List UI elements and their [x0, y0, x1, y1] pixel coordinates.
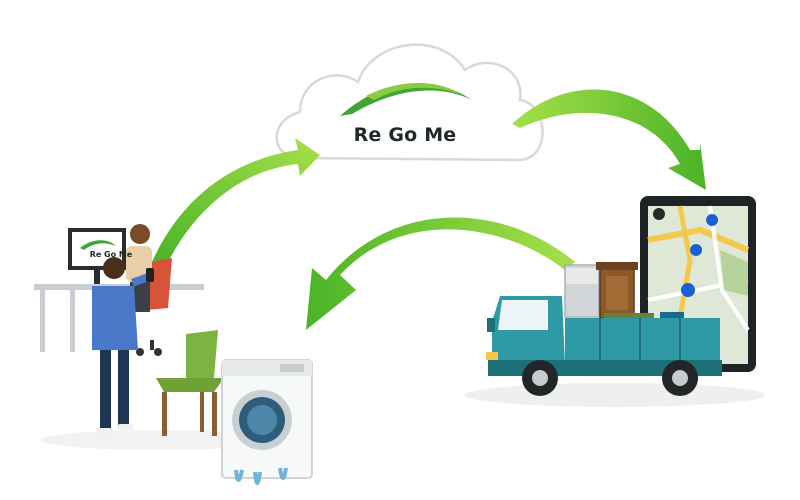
- regome-logo-icon: [340, 83, 472, 116]
- washing-machine-icon: [221, 359, 313, 485]
- person-icon: [92, 257, 154, 434]
- monitor-brand-label: Re Go Me: [89, 250, 133, 259]
- items-shadow: [40, 430, 280, 450]
- cloud-icon: [275, 43, 544, 162]
- arrow-cloud-to-tablet-icon: [512, 89, 706, 190]
- arrow-user-to-cloud-icon: [152, 138, 320, 262]
- chair-icon: [156, 330, 224, 436]
- truck-icon: [486, 262, 722, 396]
- brand-name: Re Go Me: [353, 124, 457, 146]
- truck-shadow: [465, 383, 765, 407]
- arrow-truck-to-items-icon: [306, 217, 575, 330]
